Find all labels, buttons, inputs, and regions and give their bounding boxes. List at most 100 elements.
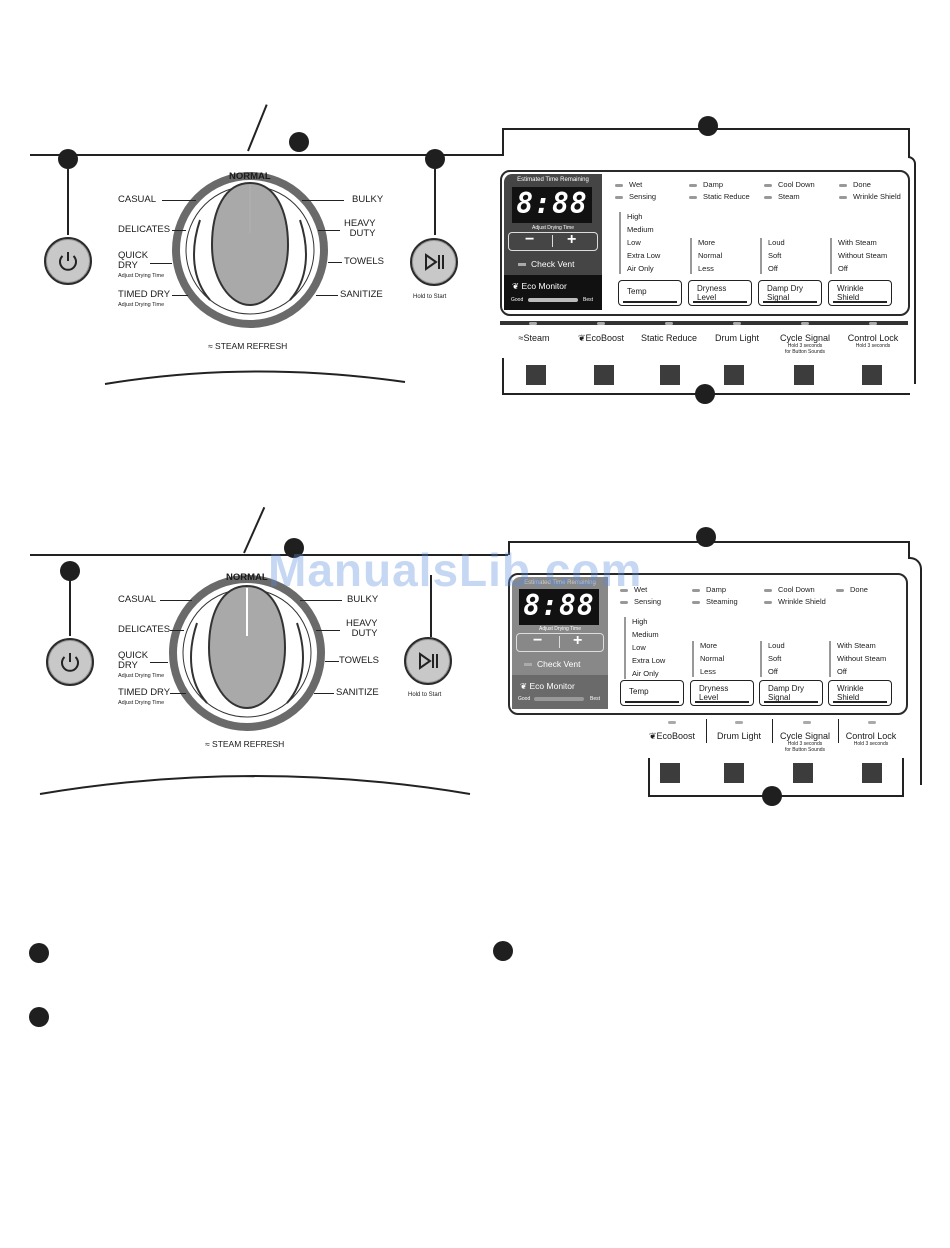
- underline: [764, 701, 818, 703]
- plus-button[interactable]: +: [567, 231, 577, 248]
- wrinkle-level-item: Off: [837, 667, 847, 676]
- level-bar: [760, 641, 762, 677]
- panel-side: [908, 557, 922, 785]
- wrinkle-shield-button[interactable]: Wrinkle Shield: [828, 680, 892, 706]
- led: [620, 600, 628, 604]
- led: [689, 183, 697, 187]
- eco-monitor: ❦ Eco Monitor Good Best: [512, 675, 608, 709]
- adjust-time-control[interactable]: − +: [516, 632, 604, 652]
- start-pause-button[interactable]: [404, 637, 452, 685]
- divider-line: [30, 554, 508, 556]
- steam-led: [529, 322, 537, 325]
- cycle-signal-text: Cycle Signal: [779, 731, 831, 741]
- wrinkle-level-item: With Steam: [837, 641, 876, 650]
- power-button[interactable]: [44, 237, 92, 285]
- drum-light-button[interactable]: [724, 365, 744, 385]
- tick: [150, 263, 172, 264]
- dial-label-sanitize: SANITIZE: [340, 289, 383, 300]
- leader-line: [430, 575, 432, 637]
- control-lock-button[interactable]: [862, 365, 882, 385]
- led: [839, 183, 847, 187]
- temp-button-label: Temp: [627, 287, 647, 296]
- dial-label-normal: NORMAL: [229, 171, 271, 182]
- tick: [325, 661, 339, 662]
- temp-button[interactable]: Temp: [618, 280, 682, 306]
- dial-label-heavy-duty: HEAVY DUTY: [344, 218, 376, 239]
- steam-button[interactable]: [526, 365, 546, 385]
- tick: [172, 230, 186, 231]
- power-button[interactable]: [46, 638, 94, 686]
- legend-callout-3: [493, 941, 513, 961]
- temp-level-item: Air Only: [632, 669, 659, 678]
- temp-button[interactable]: Temp: [620, 680, 684, 706]
- damp-dry-signal-button[interactable]: Damp Dry Signal: [758, 280, 822, 306]
- status-cool-down-text: Cool Down: [778, 585, 815, 594]
- status-done-text: Done: [850, 585, 868, 594]
- tick: [328, 262, 342, 263]
- cycle-signal-button[interactable]: [793, 763, 813, 783]
- dial-label-delicates: DELICATES: [118, 224, 171, 235]
- eco-good-label: Good: [518, 696, 531, 702]
- steam-refresh-text: STEAM REFRESH: [212, 739, 285, 749]
- control-lock-led: [869, 322, 877, 325]
- check-vent-led: [518, 263, 526, 267]
- static-reduce-led: [665, 322, 673, 325]
- status-damp: Damp: [692, 585, 726, 594]
- static-reduce-button[interactable]: [660, 365, 680, 385]
- status-static-reduce-text: Static Reduce: [703, 192, 750, 201]
- dryness-level-button[interactable]: Dryness Level: [688, 280, 752, 306]
- control-panel: Estimated Time Remaining 8:88 Adjust Dry…: [508, 573, 908, 715]
- play-pause-icon: [419, 652, 438, 670]
- minus-button[interactable]: −: [525, 231, 535, 248]
- cycle-signal-button[interactable]: [794, 365, 814, 385]
- damp-dry-button-label: Damp Dry Signal: [767, 284, 804, 302]
- callout-dial: [289, 132, 309, 152]
- dial-label-bulky: BULKY: [352, 194, 384, 205]
- adjust-time-control[interactable]: − +: [508, 231, 598, 251]
- cycle-signal-led: [803, 721, 811, 724]
- cycle-signal-text: Cycle Signal: [779, 333, 831, 343]
- wrinkle-shield-button[interactable]: Wrinkle Shield: [828, 280, 892, 306]
- signal-level-item: Off: [768, 667, 778, 676]
- minus-button[interactable]: −: [533, 632, 543, 649]
- dryness-level-button[interactable]: Dryness Level: [690, 680, 754, 706]
- wrinkle-level-item: With Steam: [838, 238, 877, 247]
- start-pause-button[interactable]: [410, 238, 458, 286]
- temp-levels: High Medium Low Extra Low Air Only: [624, 615, 665, 680]
- cycle-dial[interactable]: [167, 568, 327, 748]
- eco-best-label: Best: [583, 297, 594, 303]
- tick: [316, 295, 338, 296]
- dryness-button-label: Dryness Level: [699, 684, 729, 702]
- cycle-signal-sub: Hold 3 seconds for Button Sounds: [784, 343, 826, 355]
- adjust-time-label: Adjust Drying Time: [539, 626, 581, 632]
- cycle-dial[interactable]: [170, 165, 330, 345]
- quick-dry-text: QUICK DRY: [118, 650, 149, 671]
- callout-panel: [698, 116, 718, 136]
- status-sensing: Sensing: [615, 192, 656, 201]
- temp-level-item: High: [632, 617, 648, 626]
- legend-callout-2: [29, 1007, 49, 1027]
- dryness-button-label: Dryness Level: [697, 284, 727, 302]
- damp-dry-signal-button[interactable]: Damp Dry Signal: [759, 680, 823, 706]
- check-vent-led: [524, 663, 532, 667]
- ecoboost-button[interactable]: [660, 763, 680, 783]
- led: [764, 183, 772, 187]
- check-vent-text: Check Vent: [537, 659, 581, 669]
- level-bar: [830, 238, 832, 274]
- bracket-right: [902, 758, 904, 797]
- ecoboost-option-label: ❦EcoBoost: [640, 731, 704, 742]
- plus-button[interactable]: +: [573, 632, 583, 649]
- ecoboost-button[interactable]: [594, 365, 614, 385]
- quick-dry-sub: Adjust Drying Time: [118, 273, 165, 279]
- status-done: Done: [839, 180, 871, 189]
- callout-options: [762, 786, 782, 806]
- eco-monitor-bar: [528, 298, 578, 302]
- control-lock-button[interactable]: [862, 763, 882, 783]
- status-sensing: Sensing: [620, 597, 661, 606]
- status-steaming-text: Steaming: [706, 597, 738, 606]
- play-pause-icon: [425, 253, 444, 271]
- console-curve: [104, 370, 406, 385]
- drum-light-button[interactable]: [724, 763, 744, 783]
